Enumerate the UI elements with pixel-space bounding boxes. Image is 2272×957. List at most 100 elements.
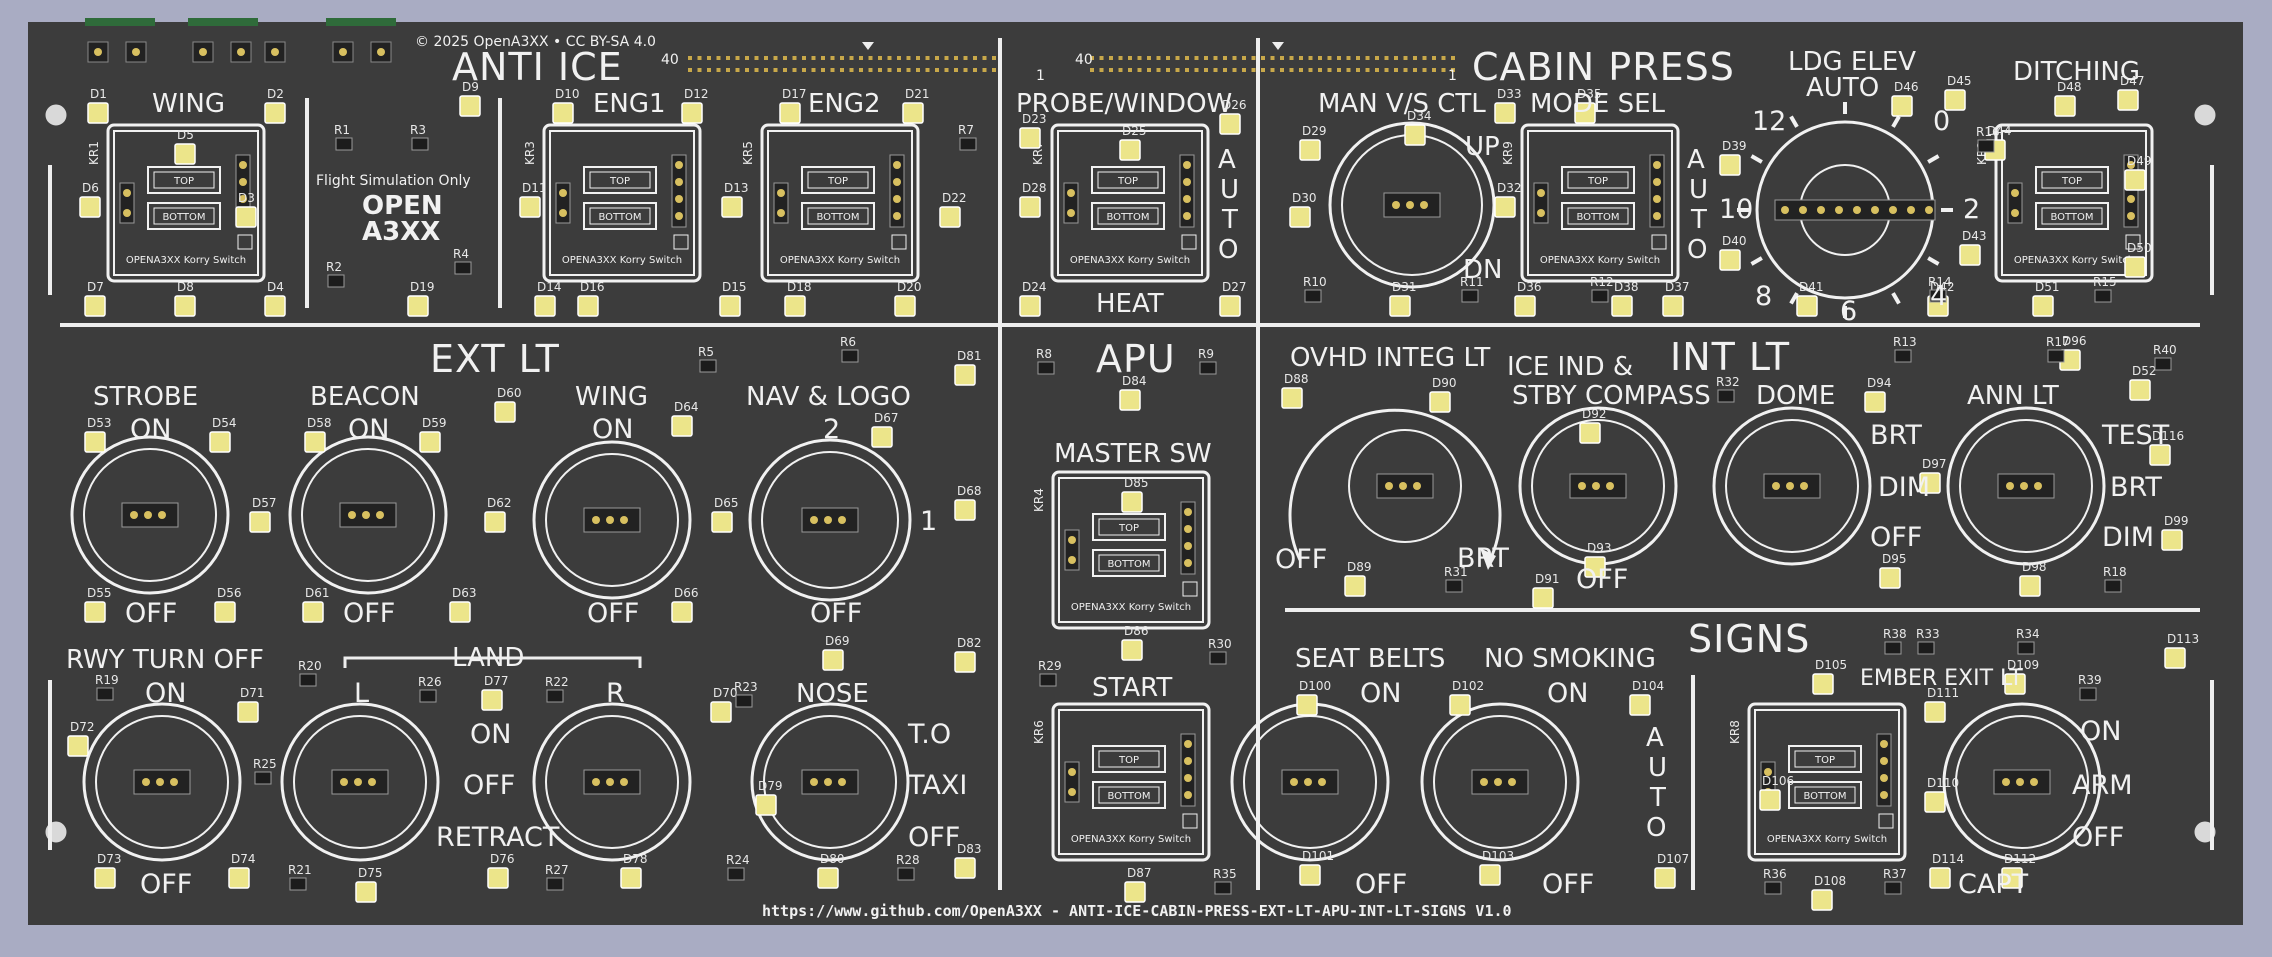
- led: D49: [2124, 154, 2152, 191]
- connector-pin: [868, 68, 873, 72]
- led-ref: D33: [1497, 87, 1522, 101]
- rotary-selector[interactable]: [748, 438, 912, 602]
- connector-pin: [745, 56, 749, 60]
- led: D112: [2001, 852, 2036, 889]
- led-ref: D6: [82, 181, 99, 195]
- rotary-selector[interactable]: [1420, 702, 1580, 862]
- resistor: R21: [288, 863, 312, 891]
- connector-pin: [935, 68, 939, 72]
- resistor: R10: [1303, 275, 1327, 303]
- rotary-selector[interactable]: [1348, 429, 1462, 543]
- beacon-on: ON: [348, 414, 389, 445]
- rotary-selector[interactable]: [280, 702, 440, 862]
- led-ref: D4: [267, 280, 284, 294]
- connector-pin: [1137, 56, 1142, 60]
- module-brand: OPENA3XX Korry Switch: [1767, 834, 1887, 845]
- connector-pin: [1337, 56, 1341, 60]
- connector-pin: [1242, 56, 1246, 60]
- connector-pin: [963, 56, 968, 60]
- led-ref: D91: [1535, 572, 1560, 586]
- connector-pin: [1337, 68, 1341, 72]
- led: D77: [481, 674, 509, 711]
- connector-pin: [688, 68, 692, 72]
- led: D85: [1121, 476, 1149, 513]
- rotary-selector[interactable]: [288, 435, 448, 595]
- rotary-selector[interactable]: [532, 440, 692, 600]
- led-ref: D59: [422, 416, 447, 430]
- led-ref: D97: [1922, 457, 1947, 471]
- connector-label: 1: [1448, 68, 1457, 84]
- resistor-ref: R24: [726, 853, 750, 867]
- module-bottom-label: BOTTOM: [162, 212, 205, 223]
- logo-line1: OPEN: [362, 191, 443, 221]
- module-ref: KR8: [1728, 720, 1742, 744]
- led: D34: [1404, 109, 1432, 146]
- connector-pin: [773, 68, 778, 72]
- resistor: R20: [298, 659, 322, 687]
- label-mode-auto: A U T O: [1687, 145, 1708, 265]
- ovhd-brt: BRT: [1457, 543, 1509, 574]
- rotary-selector[interactable]: [750, 702, 910, 862]
- connector-pin: [1422, 56, 1427, 60]
- rotary-selector[interactable]: [1946, 406, 2106, 566]
- rotary-selector[interactable]: [82, 702, 242, 862]
- rotary-selector[interactable]: [1328, 121, 1496, 289]
- module-connector-left: [1064, 761, 1080, 803]
- rotary-selector[interactable]: [532, 702, 692, 862]
- connector-pin: [1432, 68, 1436, 72]
- rotary-selector[interactable]: [1942, 702, 2102, 862]
- led: D109: [2004, 658, 2039, 695]
- rotary-selector[interactable]: [1712, 406, 1872, 566]
- led: D41: [1796, 280, 1824, 317]
- label-probe-window: PROBE/WINDOW: [1016, 89, 1232, 119]
- module-connector-left: [773, 182, 789, 224]
- top-headers: [87, 41, 392, 63]
- svg-text:T: T: [1649, 783, 1666, 813]
- connector-pin: [1128, 68, 1132, 72]
- rotary-selector[interactable]: [1230, 702, 1390, 862]
- connector-pin: [1270, 56, 1275, 60]
- connector-pin: [916, 68, 920, 72]
- svg-text:U: U: [1648, 753, 1667, 783]
- module-top-label: TOP: [609, 176, 630, 187]
- connector-pin: [792, 68, 797, 72]
- connector-pin: [973, 56, 977, 60]
- led: D63: [449, 586, 477, 623]
- connector-pin: [1375, 68, 1379, 72]
- led-ref: D22: [942, 191, 967, 205]
- connector-label: 40: [661, 52, 679, 68]
- connector-pin: [982, 68, 987, 72]
- led-ref: D58: [307, 416, 332, 430]
- led: D62: [484, 496, 512, 533]
- label-ldg-elev: LDG ELEV: [1788, 47, 1916, 77]
- edge-tab: [85, 18, 155, 26]
- module-connector-left: [1063, 182, 1079, 224]
- led-ref: D94: [1867, 376, 1892, 390]
- label-nav-logo: NAV & LOGO: [746, 382, 911, 412]
- led-ref: D10: [555, 87, 580, 101]
- resistor-ref: R6: [840, 335, 856, 349]
- led-ref: D24: [1022, 280, 1047, 294]
- rotary-selector[interactable]: [70, 435, 230, 595]
- land-l: L: [354, 678, 369, 709]
- connector-pin: [1365, 56, 1370, 60]
- nav-2: 2: [823, 414, 840, 445]
- led-ref: D96: [2062, 334, 2087, 348]
- label-ldg-auto: AUTO: [1806, 73, 1879, 103]
- led-ref: D43: [1962, 229, 1987, 243]
- led: D12: [681, 87, 709, 124]
- led: D113: [2164, 632, 2199, 669]
- led: D90: [1429, 376, 1457, 413]
- led: D28: [1019, 181, 1047, 218]
- resistor: R3: [410, 123, 429, 151]
- ldg-elev-selector[interactable]: [1755, 120, 1936, 300]
- resistor-ref: R10: [1303, 275, 1327, 289]
- led-ref: D19: [410, 280, 435, 294]
